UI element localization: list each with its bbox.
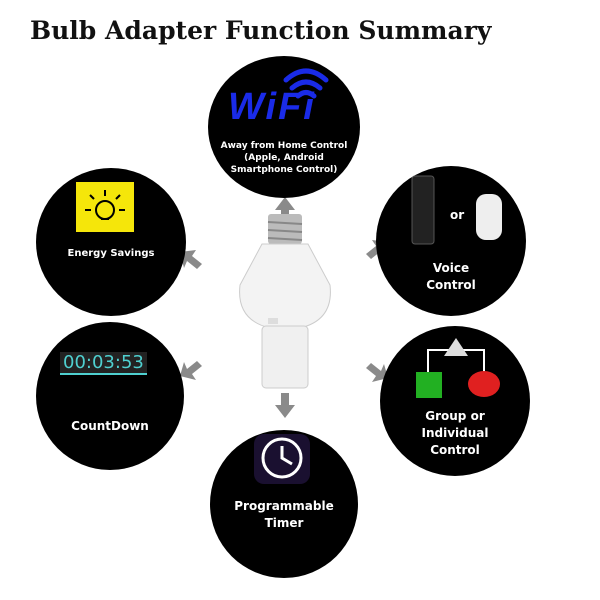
or-text: or (450, 208, 465, 222)
arrow-down-icon (275, 393, 295, 418)
feature-group-control: Group or Individual Control (380, 326, 530, 476)
arrow-up-icon (275, 197, 295, 222)
countdown-display: 00:03:53 (60, 352, 147, 375)
group-label-line: Individual (421, 426, 489, 440)
wifi-label-line: Away from Home Control (220, 141, 348, 151)
wifi-label-line: (Apple, Android (244, 153, 324, 163)
energy-label: Energy Savings (67, 248, 155, 259)
smart-speakers-icon (411, 175, 502, 245)
group-control-icon (416, 338, 500, 398)
feature-programmable-timer: Programmable Timer (210, 430, 358, 578)
page-title: Bulb Adapter Function Summary (30, 16, 492, 45)
lightbulb-icon (76, 182, 134, 232)
feature-wifi: WiFi Away from Home Control (Apple, Andr… (208, 56, 360, 198)
clock-icon (254, 434, 310, 484)
timer-label-line: Programmable (234, 499, 334, 513)
feature-countdown: 00:03:53 CountDown (36, 322, 184, 470)
bulb-adapter-image (239, 214, 331, 389)
wifi-logo: WiFi (228, 86, 316, 128)
countdown-label: CountDown (71, 419, 149, 433)
wifi-signal-icon (283, 68, 329, 99)
wifi-label-line: Smartphone Control) (230, 165, 338, 175)
voice-label-line: Voice (432, 261, 470, 275)
group-label-line: Group or (425, 409, 485, 423)
feature-energy-savings: Energy Savings (36, 168, 186, 316)
timer-label-line: Timer (264, 516, 304, 530)
arrow-downright-icon (366, 363, 388, 382)
group-label-line: Control (430, 443, 480, 457)
arrow-upleft-icon (180, 250, 202, 269)
voice-label-line: Control (426, 278, 476, 292)
arrow-downleft-icon (180, 361, 202, 380)
feature-voice-control: or Voice Control (376, 166, 526, 316)
